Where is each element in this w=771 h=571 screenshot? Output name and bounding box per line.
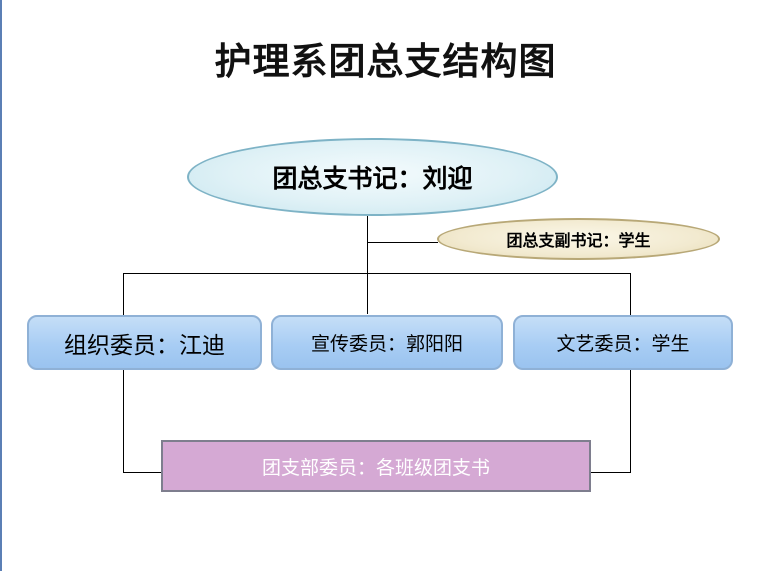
connector-members-bus — [123, 273, 631, 274]
connector-deputy-branch — [367, 242, 438, 243]
secretary-node: 团总支书记：刘迎 — [187, 138, 558, 216]
branch-committee-node: 团支部委员：各班级团支书 — [161, 440, 591, 492]
arts-member-node: 文艺委员：学生 — [513, 315, 733, 370]
diagram-title: 护理系团总支结构图 — [214, 40, 557, 83]
connector-left-to-branch-horizontal — [123, 472, 162, 473]
connector-secretary-trunk — [367, 216, 368, 314]
connector-member-right-drop — [630, 273, 631, 316]
deputy-secretary-node: 团总支副书记：学生 — [437, 218, 720, 260]
slide-left-border — [0, 0, 2, 571]
connector-left-to-branch-vertical — [123, 370, 124, 473]
publicity-member-node: 宣传委员：郭阳阳 — [271, 315, 503, 370]
connector-right-to-branch-horizontal — [590, 472, 631, 473]
organization-member-node: 组织委员：江迪 — [27, 315, 262, 370]
connector-right-to-branch-vertical — [630, 370, 631, 473]
connector-member-left-drop — [123, 273, 124, 316]
